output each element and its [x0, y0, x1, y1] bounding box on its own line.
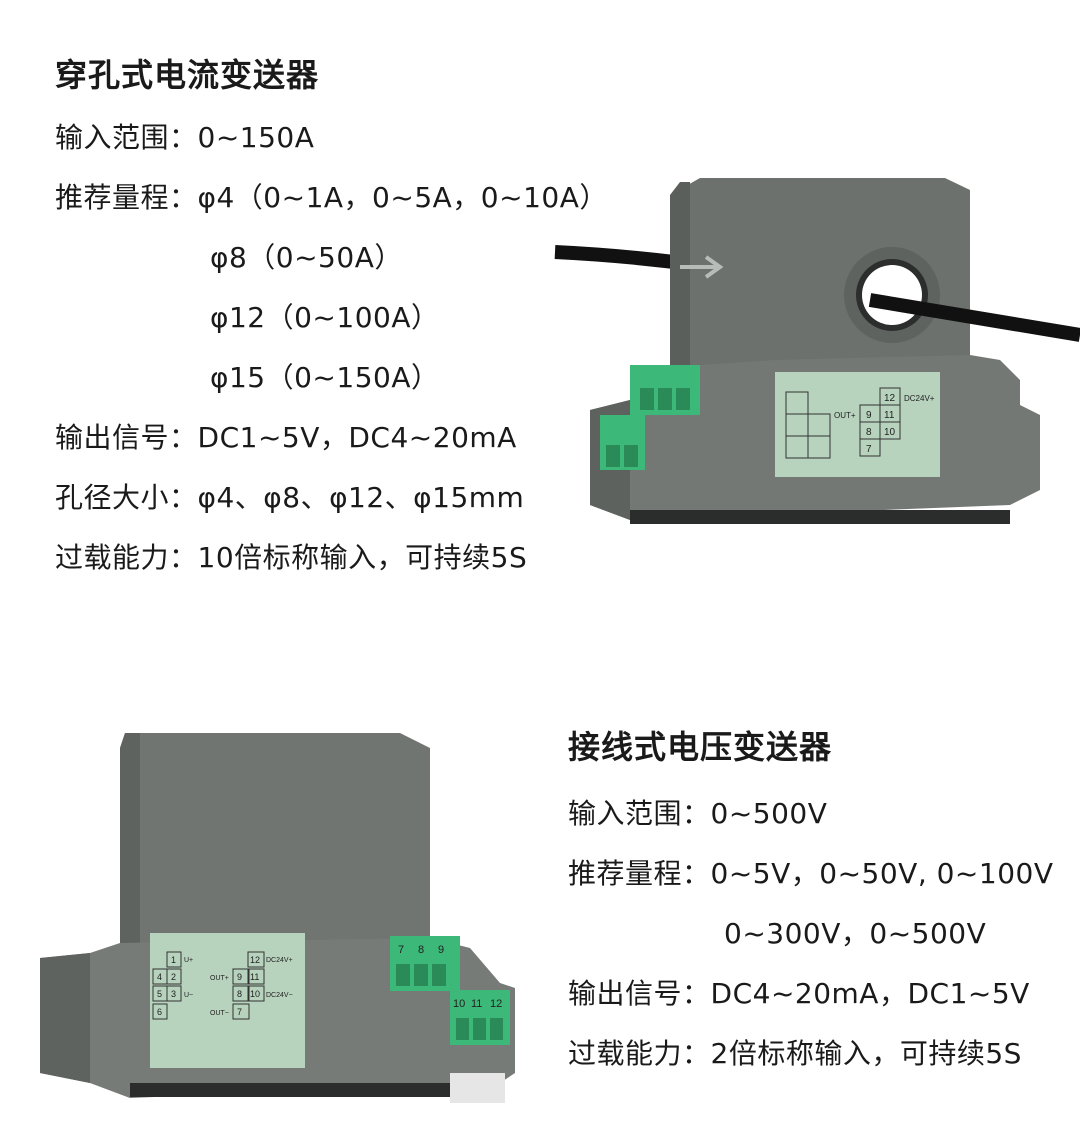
spec-value: 0~150A: [197, 121, 315, 154]
terminal-label: 12: [250, 955, 260, 965]
terminal-label: 5: [157, 989, 162, 999]
terminal-label: 11: [471, 998, 482, 1010]
spec-label: 输入范围：: [55, 121, 198, 154]
product2-spec-output-signal: 输出信号：DC4~20mA，DC1~5V: [568, 972, 1030, 1012]
terminal-label: 9: [866, 410, 872, 421]
spec-label: 孔径大小：: [55, 481, 198, 514]
terminal-label: OUT+: [210, 975, 229, 982]
product2-spec-input-range: 输入范围：0~500V: [568, 792, 827, 832]
product2-spec-range-continued: 0~300V，0~500V: [724, 912, 986, 952]
product1-spec-range-phi12: φ12（0~100A）: [210, 296, 439, 336]
spec-value: φ4（0~1A，0~5A，0~10A）: [197, 181, 608, 214]
spec-value: φ8（0~50A）: [210, 241, 403, 274]
terminal-label: 2: [171, 972, 176, 982]
terminal-label: DC24V+: [266, 957, 293, 964]
terminal-label: DC24V+: [904, 394, 935, 403]
current-transmitter-image: 12 DC24V+ OUT+ 9 11 8 10 7: [554, 178, 1080, 524]
spec-value: 10倍标称输入，可持续5S: [197, 541, 528, 574]
spec-value: DC4~20mA，DC1~5V: [710, 977, 1030, 1010]
spec-value: 2倍标称输入，可持续5S: [710, 1037, 1022, 1070]
terminal-label: 4: [157, 972, 162, 982]
terminal-label: OUT−: [210, 1010, 229, 1017]
terminal-label: 8: [418, 944, 424, 956]
spec-value: 0~300V，0~500V: [724, 917, 987, 950]
product1-title: 穿孔式电流变送器: [55, 56, 320, 94]
product2-title: 接线式电压变送器: [568, 728, 833, 766]
spec-value: 0~5V，0~50V, 0~100V: [710, 857, 1054, 890]
terminal-label: 9: [438, 944, 444, 956]
terminal-label: 8: [866, 427, 872, 438]
terminal-label: 7: [237, 1007, 242, 1017]
terminal-label: DC24V−: [266, 992, 293, 999]
spec-label: 输出信号：: [568, 977, 711, 1010]
product2-spec-recommended-range: 推荐量程：0~5V，0~50V, 0~100V: [568, 852, 1054, 892]
terminal-label: 1: [171, 955, 176, 965]
product1-spec-output-signal: 输出信号：DC1~5V，DC4~20mA: [55, 416, 517, 456]
spec-label: 过载能力：: [55, 541, 198, 574]
terminal-label: 12: [884, 393, 896, 404]
spec-label: 推荐量程：: [55, 181, 198, 214]
spec-label: 输出信号：: [55, 421, 198, 454]
terminal-label: 9: [237, 972, 242, 982]
terminal-label: 10: [453, 998, 465, 1010]
spec-value: DC1~5V，DC4~20mA: [197, 421, 517, 454]
terminal-label: 8: [237, 989, 242, 999]
product1-spec-range-phi8: φ8（0~50A）: [210, 236, 403, 276]
spec-value: φ12（0~100A）: [210, 301, 440, 334]
product1-spec-hole-size: 孔径大小：φ4、φ8、φ12、φ15mm: [55, 476, 524, 516]
product1-spec-input-range: 输入范围：0~150A: [55, 116, 314, 156]
spec-value: 0~500V: [710, 797, 828, 830]
spec-label: 推荐量程：: [568, 857, 711, 890]
voltage-transmitter-image: 1 U+ 4 2 5 3 U− 6 12 DC24V+ OUT+ 9 11 8 …: [40, 733, 515, 1103]
terminal-label: 10: [250, 989, 260, 999]
terminal-label: 6: [157, 1007, 162, 1017]
product1-spec-range-phi15: φ15（0~150A）: [210, 356, 439, 396]
spec-label: 输入范围：: [568, 797, 711, 830]
terminal-label: 7: [398, 944, 404, 956]
spec-value: φ4、φ8、φ12、φ15mm: [197, 481, 525, 514]
product1-spec-recommended-range: 推荐量程：φ4（0~1A，0~5A，0~10A）: [55, 176, 608, 216]
spec-value: φ15（0~150A）: [210, 361, 440, 394]
product2-spec-overload: 过载能力：2倍标称输入，可持续5S: [568, 1032, 1022, 1072]
terminal-label: U+: [184, 957, 193, 964]
terminal-label: OUT+: [834, 411, 856, 420]
spec-label: 过载能力：: [568, 1037, 711, 1070]
product1-spec-overload: 过载能力：10倍标称输入，可持续5S: [55, 536, 527, 576]
terminal-label: U−: [184, 992, 193, 999]
terminal-label: 12: [490, 998, 502, 1010]
terminal-label: 11: [250, 972, 259, 982]
terminal-label: 10: [884, 427, 896, 438]
terminal-label: 11: [884, 410, 895, 421]
terminal-label: 7: [866, 444, 872, 455]
terminal-label: 3: [171, 989, 176, 999]
